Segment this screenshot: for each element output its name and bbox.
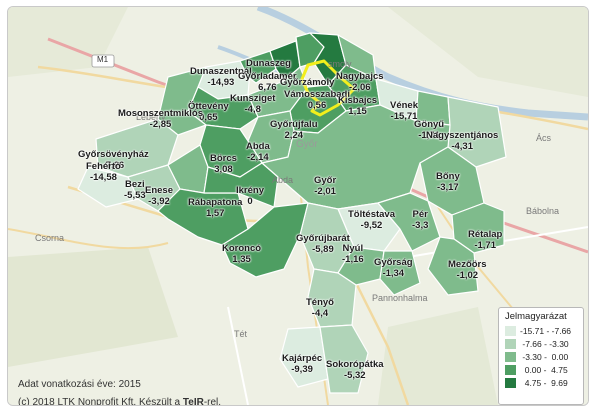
label-gyorsovenyhaz[interactable]: Győrsövényház-7,66 [78,149,149,171]
bg-label-gyor: Győr [296,139,318,150]
copyright-suffix: -rel. [203,397,222,406]
region-ikreny [203,162,279,208]
label-enese[interactable]: Enese-3,92 [145,185,173,207]
bg-label-acs: Ács [536,133,552,143]
legend-row: 4.75 - 9.69 [499,376,583,389]
region-gyorsag [379,250,421,296]
label-mezoors[interactable]: Mezőörs-1,02 [448,259,487,281]
legend-range-label: -7.66 - -3.30 [520,338,569,349]
region-mezoors [427,236,479,296]
legend-range-label: -3.30 - 0.00 [520,351,569,362]
label-gyorsag[interactable]: Győrság-1,34 [374,257,413,279]
label-gyor[interactable]: Győr-2,01 [314,175,337,197]
legend-swatch [505,377,516,388]
label-toltestava[interactable]: Töltéstava-9,52 [348,209,395,231]
region-kajarpec [279,326,329,388]
teir-brand[interactable]: TeIR [182,397,204,406]
legend-row: 0.00 - 4.75 [499,363,583,376]
region-koronco [221,202,309,278]
legend-row: -7.66 - -3.30 [499,337,583,350]
legend-swatch [505,338,516,349]
legend-range-label: 0.00 - 4.75 [520,364,568,375]
bg-label-abda: Abda [272,175,294,185]
legend-range-label: -15.71 - -7.66 [520,325,572,336]
bg-label-csorna: Csorna [35,233,65,243]
label-bony[interactable]: Bőny-3,17 [436,171,460,193]
bg-label-pannonhalma: Pannonhalma [372,293,428,303]
basemap[interactable] [8,7,588,405]
legend-row: -3.30 - 0.00 [499,350,583,363]
legend-range-label: 4.75 - 9.69 [520,377,568,388]
label-gyorujbarat[interactable]: Győrújbarát-5,89 [296,233,350,255]
label-kunsziget[interactable]: Kunsziget-4,8 [230,93,276,115]
label-nagyszentjanos[interactable]: Nagyszentjános-4,31 [426,130,499,152]
label-per[interactable]: Pér-3,3 [412,209,429,231]
label-bezi[interactable]: Bezi-5,53 [124,179,146,201]
label-retalap[interactable]: Rétalap-1,71 [468,229,503,251]
legend-swatch [505,325,516,336]
selected-region-outline [300,59,356,117]
data-year-note: Adat vonatkozási éve: 2015 [18,379,141,390]
label-abda[interactable]: Abda-2,14 [246,141,270,163]
label-venek[interactable]: Vének-15,71 [390,100,418,122]
label-gonyu[interactable]: Gönyű-1,71 [414,119,445,141]
label-kajarpec[interactable]: Kajárpéc-9,39 [282,353,323,375]
label-gyorzamoly[interactable]: Győrzámoly [280,77,335,88]
legend-swatch [505,351,516,362]
bg-label-smoly: smoly [328,59,352,69]
bg-label-lebeny: Lébény [136,112,166,122]
map-frame: M1 Lébény Győr Csorna Abda Ács Bábolna P… [7,6,589,406]
legend-row: -15.71 - -7.66 [499,324,583,337]
road-m1-label: M1 [97,55,109,64]
copyright-prefix: (c) 2018 LTK Nonprofit Kft. Készült a [18,397,183,406]
region-nyul [337,246,385,286]
label-dunaszentpal[interactable]: Dunaszentpál-14,93 [190,66,252,88]
bg-label-babolna: Bábolna [526,206,560,216]
bg-label-tet: Tét [234,329,248,339]
label-mosonszentmiklos[interactable]: Mosonszentmiklós-2,85 [118,108,203,130]
label-dunaszeg[interactable]: Dunaszeg [246,58,291,69]
legend-swatch [505,364,516,375]
map-legend: Jelmagyarázat -15.71 - -7.66 -7.66 - -3.… [498,307,584,405]
region-fehertho [77,166,139,208]
copyright-note: (c) 2018 LTK Nonprofit Kft. Készült a Te… [18,397,222,406]
label-nyul[interactable]: Nyúl-1,16 [342,243,364,265]
label-sokoropatka[interactable]: Sokorópátka-5,32 [326,359,384,381]
legend-title: Jelmagyarázat [505,311,567,322]
region-sokoropatka [319,324,369,394]
label-fehertho[interactable]: Fehértó-14,58 [86,161,121,183]
label-nagybajcs[interactable]: Nagybajcs-2,06 [336,71,384,93]
label-tenyo[interactable]: Tényő-4,4 [306,297,334,319]
region-dunaszeg [239,50,277,84]
